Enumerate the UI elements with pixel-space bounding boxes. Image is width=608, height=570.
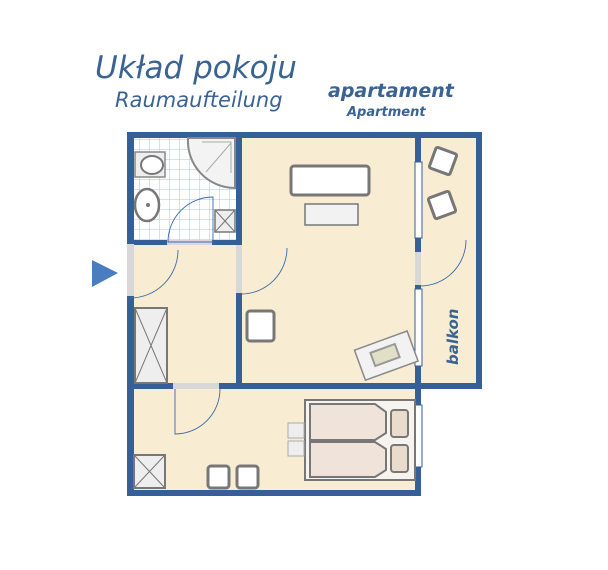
balcony-label: balkon <box>444 309 462 365</box>
bathroom-door[interactable] <box>167 196 214 243</box>
door-openings <box>127 240 421 389</box>
entrance-arrow-icon <box>92 260 118 287</box>
desk-icon <box>353 330 420 382</box>
sofa-icon <box>289 164 371 197</box>
nightstand-icon <box>287 422 305 439</box>
living-room-door[interactable] <box>240 247 288 295</box>
nightstand-icon <box>287 440 305 457</box>
stool-icon <box>206 464 231 490</box>
toilet-icon <box>134 151 166 178</box>
bedroom-cabinet-icon <box>133 454 166 489</box>
window <box>414 161 423 239</box>
wardrobe-icon <box>134 307 168 384</box>
balcony-door[interactable] <box>419 239 467 287</box>
cabinet-icon <box>214 209 236 233</box>
window <box>414 288 423 367</box>
type-sub: Apartment <box>346 105 426 120</box>
entrance-door[interactable] <box>129 249 179 299</box>
type-main: apartament <box>328 80 455 102</box>
coffee-table-icon <box>304 203 359 226</box>
title-sub: Raumaufteilung <box>115 88 283 112</box>
title-main: Układ pokoju <box>95 50 297 86</box>
stool-icon <box>235 464 260 490</box>
balcony-chair-icon <box>427 145 459 177</box>
window <box>414 404 423 468</box>
bedroom-door[interactable] <box>174 388 221 435</box>
armchair-icon <box>245 309 276 343</box>
shower-icon <box>186 137 236 190</box>
balcony-chair-icon <box>426 189 458 221</box>
door-swings <box>129 196 467 435</box>
sink-icon <box>133 187 161 223</box>
double-bed-icon <box>304 399 416 481</box>
